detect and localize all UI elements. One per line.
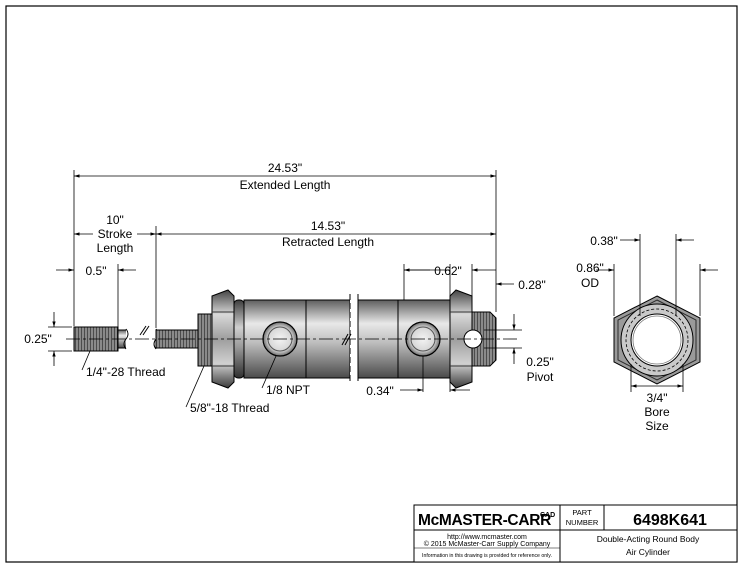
rod-dia-value: 0.25" <box>24 332 52 346</box>
pivot-value: 0.25" <box>526 355 554 369</box>
end-view-bore <box>630 313 684 367</box>
mcmaster-logo: McMASTER-CARR <box>418 512 551 529</box>
pivot-offset-value: 0.28" <box>518 278 546 292</box>
extended-length-value: 24.53" <box>268 161 302 175</box>
stroke-value: 10" <box>106 213 124 227</box>
rod-end-height-value: 0.62" <box>434 264 462 278</box>
hex-width-value: 0.38" <box>590 234 618 248</box>
number-label: NUMBER <box>566 518 599 527</box>
mount-thread-callout: 5/8"-18 Thread <box>190 401 269 415</box>
url-text: http://www.mcmaster.com <box>447 534 527 541</box>
mount-thread <box>197 313 213 367</box>
stroke-label: Stroke <box>98 227 133 241</box>
pivot-label: Pivot <box>527 370 554 384</box>
od-label: OD <box>581 276 599 290</box>
part-number: 6498K641 <box>633 512 707 529</box>
extended-length-label: Extended Length <box>240 178 331 192</box>
thread-offset-value: 0.5" <box>86 264 107 278</box>
disclaimer-text: Information in this drawing is provided … <box>422 553 552 559</box>
bore-value: 3/4" <box>647 391 668 405</box>
retracted-length-label: Retracted Length <box>282 235 374 249</box>
cylinder-end-view: 0.38" 0.86" OD 3/4" Bore Size <box>576 234 718 433</box>
port-callout: 1/8 NPT <box>266 383 311 397</box>
cad-mark: CAD <box>540 512 555 519</box>
port-offset-value: 0.34" <box>366 384 394 398</box>
rod-thread-callout: 1/4"-28 Thread <box>86 365 165 379</box>
sheet-border <box>5 5 738 563</box>
side-view-dimensions: 24.53" Extended Length 10" Stroke Length… <box>24 161 554 398</box>
description-line-2: Air Cylinder <box>626 547 670 557</box>
bore-label-2: Size <box>645 419 669 433</box>
part-label: PART <box>572 508 592 517</box>
bore-label: Bore <box>644 405 670 419</box>
od-value: 0.86" <box>576 261 604 275</box>
retracted-length-value: 14.53" <box>311 219 345 233</box>
side-view-callouts: 1/4"-28 Thread 5/8"-18 Thread 1/8 NPT <box>81 350 311 415</box>
copyright-text: © 2015 McMaster-Carr Supply Company <box>424 540 551 548</box>
stroke-label-2: Length <box>97 241 134 255</box>
cylinder-side-view <box>73 289 497 389</box>
title-block: McMASTER-CARR CAD http://www.mcmaster.co… <box>413 504 738 563</box>
description-line-1: Double-Acting Round Body <box>597 534 700 544</box>
